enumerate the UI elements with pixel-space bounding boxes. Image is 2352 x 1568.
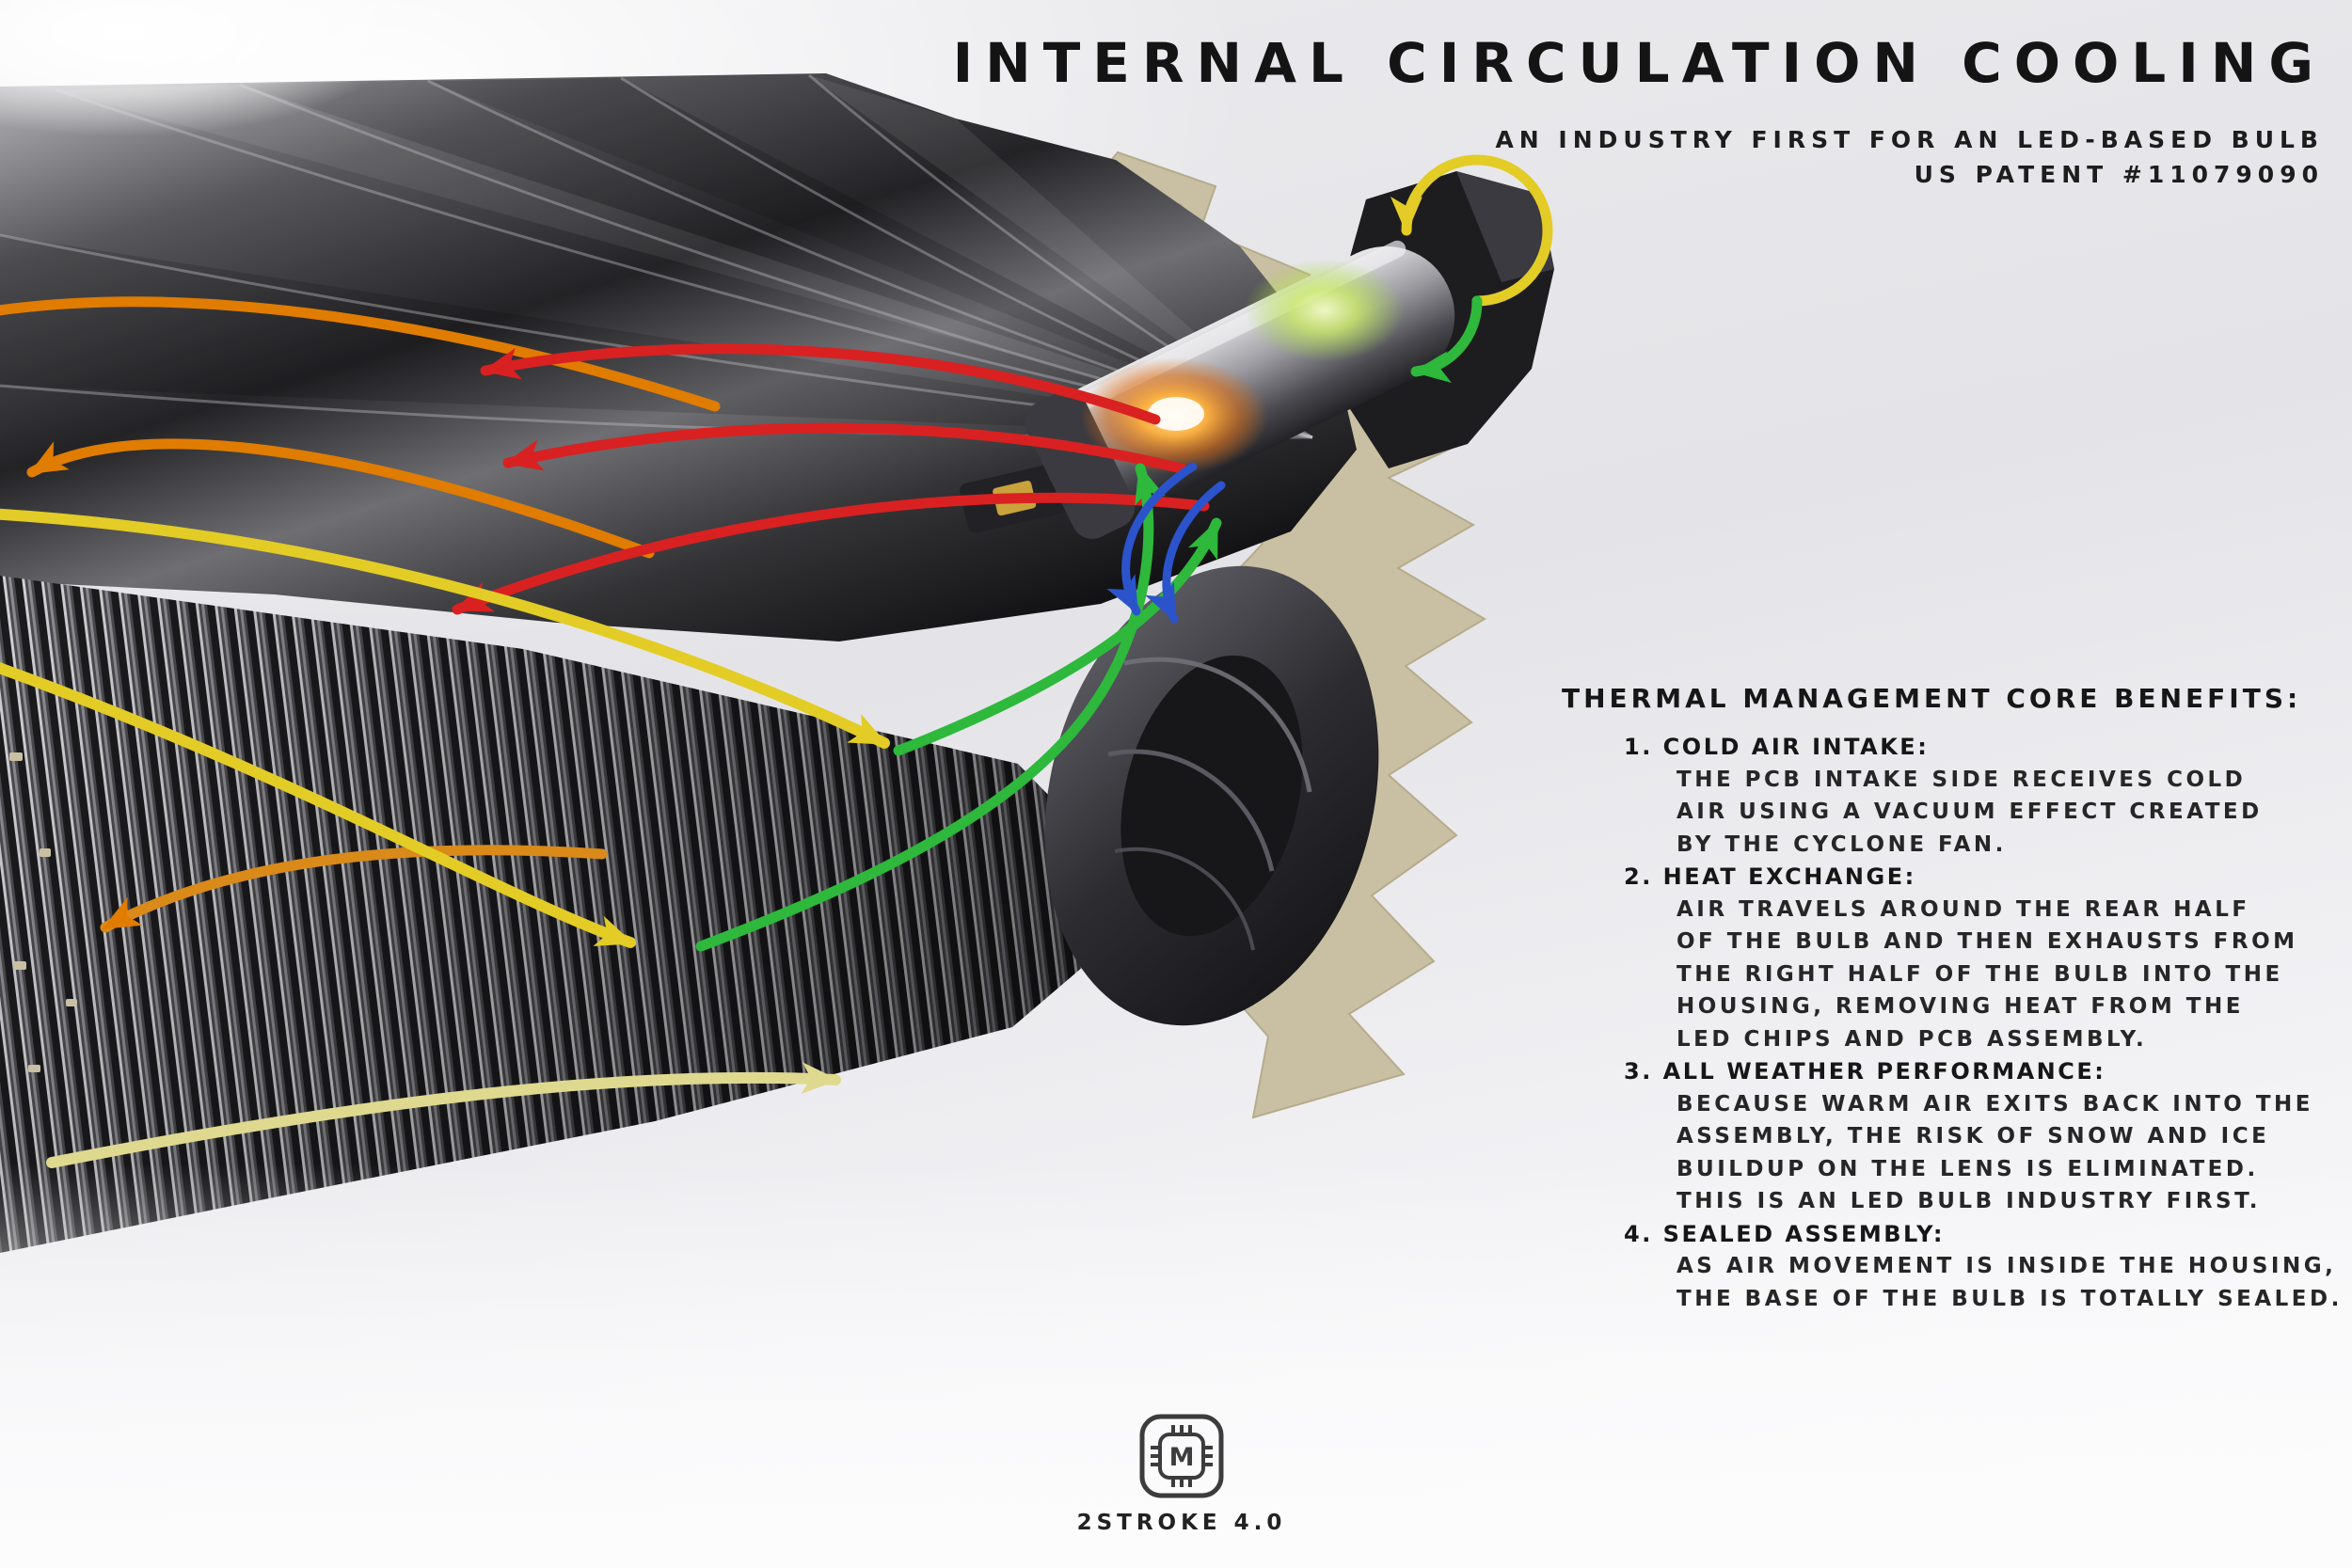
chip-logo-icon: M [1139, 1414, 1224, 1498]
led-bulb-assembly [1024, 171, 1554, 539]
benefit-line: AS AIR MOVEMENT IS INSIDE THE HOUSING, [1677, 1254, 2337, 1278]
panel-wedge-light-1 [56, 85, 1312, 437]
led-hotspot [1148, 397, 1204, 431]
panel-wedge-dark-2 [428, 78, 1312, 437]
red-exhaust-arrow-1 [480, 343, 1161, 425]
brand-name: 2STROKE 4.0 [1076, 1511, 1287, 1535]
benefit-item-sealed-assembly: 4. SEALED ASSEMBLY: AS AIR MOVEMENT IS I… [1562, 1218, 2352, 1316]
blue-swirl-arrow-1 [1106, 462, 1198, 616]
benefit-line: LED CHIPS AND PCB ASSEMBLY. [1677, 1026, 2148, 1052]
logo-letter: M [1169, 1443, 1195, 1472]
subtitle-line-1: AN INDUSTRY FIRST FOR AN LED-BASED BULB [1495, 126, 2324, 153]
benefit-title: 1. COLD AIR INTAKE: [1624, 734, 1930, 760]
speck [9, 752, 23, 761]
speck [66, 999, 77, 1006]
cyclone-fan [1044, 565, 1379, 1026]
circulation-loop-green [1410, 295, 1483, 384]
circulation-loop-yellow [1391, 154, 1553, 307]
fan-core [1120, 655, 1303, 937]
rear-housing-facet [1456, 171, 1554, 282]
red-exhaust-arrow-3 [452, 492, 1210, 615]
yellow-flow-arrow-3 [46, 1062, 841, 1168]
yellow-flow-arrow-1 [0, 508, 890, 749]
orange-exhaust-curve [0, 296, 721, 412]
fins-shadow [0, 576, 1155, 1253]
benefits-heading: THERMAL MANAGEMENT CORE BENEFITS: [1562, 683, 2302, 714]
led-lime-glow [1245, 259, 1405, 362]
benefit-line: ASSEMBLY, THE RISK OF SNOW AND ICE [1677, 1124, 2270, 1148]
fan-swirls [1107, 657, 1312, 951]
benefit-line: THE PCB INTAKE SIDE RECEIVES COLD [1677, 767, 2247, 792]
subtitle-line-2: US PATENT #11079090 [1914, 161, 2324, 188]
housing-specks [9, 752, 77, 1072]
speck [28, 1065, 40, 1072]
panel-wedge-dark-1 [240, 81, 1312, 437]
benefit-line: THIS IS AN LED BULB INDUSTRY FIRST. [1677, 1189, 2262, 1213]
benefit-line: THE RIGHT HALF OF THE BULB INTO THE [1677, 961, 2283, 987]
page-title: INTERNAL CIRCULATION COOLING [952, 31, 2326, 95]
subtitle: AN INDUSTRY FIRST FOR AN LED-BASED BULB … [1495, 122, 2324, 192]
benefit-line: HOUSING, REMOVING HEAT FROM THE [1677, 994, 2244, 1019]
benefit-line: BUILDUP ON THE LENS IS ELIMINATED. [1677, 1156, 2259, 1181]
yellow-flow-arrow-2 [0, 661, 636, 948]
benefits-section: THERMAL MANAGEMENT CORE BENEFITS: 1. COL… [1562, 683, 2352, 1315]
airflow-arrows [0, 154, 1553, 1168]
heatsink-fins [0, 576, 1155, 1253]
benefit-item-cold-air-intake: 1. COLD AIR INTAKE: THE PCB INTAKE SIDE … [1562, 731, 2352, 861]
red-exhaust-arrow-2 [502, 422, 1187, 474]
benefit-line: THE BASE OF THE BULB IS TOTALLY SEALED. [1677, 1286, 2343, 1311]
benefit-line: BECAUSE WARM AIR EXITS BACK INTO THE [1677, 1091, 2314, 1117]
fan-swirl [1107, 749, 1275, 872]
benefit-item-heat-exchange: 2. HEAT EXCHANGE: AIR TRAVELS AROUND THE… [1562, 861, 2352, 1055]
fan-swirl [1123, 657, 1312, 793]
speck [40, 848, 51, 857]
benefit-line: OF THE BULB AND THEN EXHAUSTS FROM [1677, 929, 2298, 954]
blue-swirl-arrow-2 [1145, 481, 1226, 624]
benefit-title: 3. ALL WEATHER PERFORMANCE: [1624, 1058, 2106, 1085]
panel-wedge-dark-3 [0, 235, 1312, 437]
benefit-line: AIR USING A VACUUM EFFECT CREATED [1677, 800, 2263, 824]
brand-footer: M 2STROKE 4.0 [1041, 1409, 1323, 1535]
fan-swirl [1114, 847, 1255, 951]
benefit-item-all-weather-performance: 3. ALL WEATHER PERFORMANCE: BECAUSE WARM… [1562, 1055, 2352, 1218]
green-intake-arrow-1 [695, 463, 1166, 952]
speck [13, 961, 26, 970]
benefit-title: 4. SEALED ASSEMBLY: [1624, 1220, 1945, 1247]
benefit-line: BY THE CYCLONE FAN. [1677, 832, 2007, 857]
specular-highlight [0, 0, 405, 136]
orange-exhaust-arrow-1 [26, 438, 655, 559]
green-intake-arrow-2 [893, 517, 1222, 756]
benefit-line: AIR TRAVELS AROUND THE REAR HALF [1677, 896, 2250, 922]
benefit-title: 2. HEAT EXCHANGE: [1624, 863, 1916, 890]
orange-exhaust-arrow-2 [100, 845, 608, 933]
